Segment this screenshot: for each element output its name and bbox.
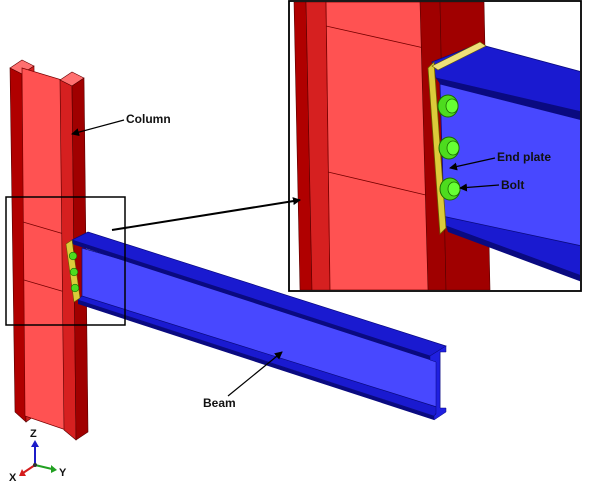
detail-view (288, 0, 582, 292)
bolt-label: Bolt (501, 178, 524, 192)
axis-triad: Z Y X (9, 428, 67, 484)
axis-y-label: Y (59, 467, 67, 479)
bolt-main (70, 283, 80, 293)
beam-label: Beam (203, 396, 236, 410)
end-plate-main (65, 239, 81, 303)
column (9, 59, 89, 441)
bolt-detail (437, 94, 459, 118)
beam-leader (227, 351, 283, 397)
bolt-detail (439, 177, 461, 201)
axis-x-label: X (9, 472, 17, 484)
column-label: Column (126, 112, 171, 126)
zoom-arrow (111, 197, 301, 231)
column-leader (71, 119, 125, 137)
end-plate-label: End plate (497, 150, 551, 164)
bolt-main (68, 251, 78, 261)
bolt-main (69, 267, 79, 277)
bolt-leader (459, 183, 500, 192)
axis-z-label: Z (30, 428, 37, 440)
end-plate-leader (449, 157, 496, 171)
bolt-detail (438, 136, 460, 160)
zoom-box (5, 196, 126, 326)
beam (71, 231, 447, 421)
